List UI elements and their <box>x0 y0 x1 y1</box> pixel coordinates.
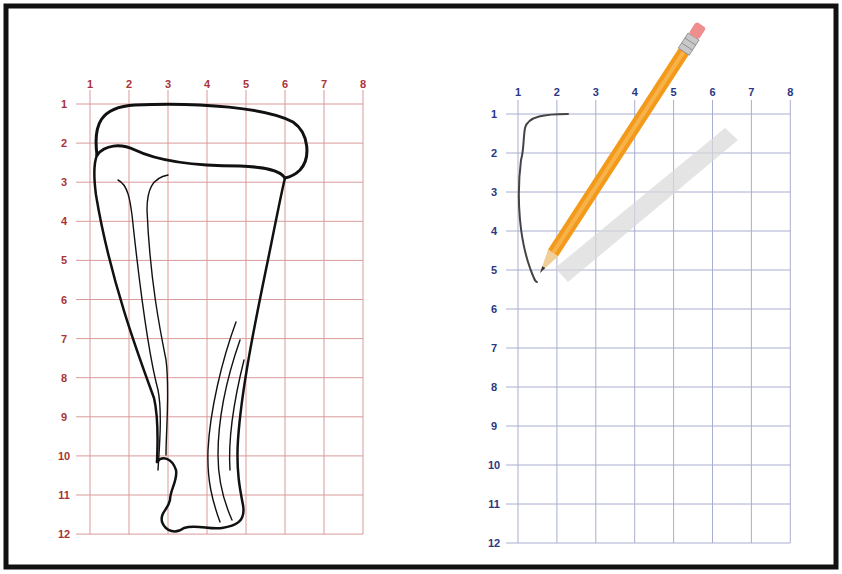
grid-number: 8 <box>491 381 497 393</box>
grid-line <box>751 100 752 543</box>
grid-line <box>76 182 363 183</box>
grid-line <box>76 299 363 300</box>
grid-number: 7 <box>61 333 67 345</box>
grid-line <box>207 90 208 534</box>
grid-number: 10 <box>58 450 70 462</box>
grid-line <box>506 270 790 271</box>
grid-line <box>506 231 790 232</box>
grid-line <box>76 338 363 339</box>
grid-number: 7 <box>491 342 497 354</box>
grid-line <box>246 90 247 534</box>
grid-line <box>518 100 519 543</box>
grid-number: 2 <box>491 147 497 159</box>
grid-line <box>76 455 363 456</box>
grid-number: 4 <box>61 215 67 227</box>
grid-number: 9 <box>491 420 497 432</box>
grid-number: 1 <box>491 108 497 120</box>
grid-line <box>76 104 363 105</box>
grid-number: 5 <box>243 78 249 90</box>
grid-number: 4 <box>491 225 497 237</box>
grid-line <box>506 465 790 466</box>
grid-number: 4 <box>632 86 638 98</box>
grid-line <box>76 221 363 222</box>
grid-line <box>129 90 130 534</box>
grid-number: 2 <box>61 137 67 149</box>
grid-number: 2 <box>554 86 560 98</box>
grid-line <box>506 543 790 544</box>
grid-number: 6 <box>709 86 715 98</box>
grid-number: 1 <box>87 78 93 90</box>
grid-number: 10 <box>488 459 500 471</box>
grid-line <box>76 260 363 261</box>
grid-number: 5 <box>671 86 677 98</box>
blue-grid <box>506 100 790 543</box>
sketch-line <box>519 114 568 282</box>
grid-number: 8 <box>360 78 366 90</box>
grid-line <box>76 534 363 535</box>
grid-line <box>506 387 790 388</box>
grid-line <box>634 100 635 543</box>
grid-line <box>363 90 364 534</box>
grid-number: 11 <box>488 498 500 510</box>
grid-line <box>76 416 363 417</box>
grid-line <box>324 90 325 534</box>
grid-line <box>168 90 169 534</box>
grid-line <box>506 426 790 427</box>
grid-number: 3 <box>165 78 171 90</box>
grid-line <box>506 309 790 310</box>
grid-number: 6 <box>61 294 67 306</box>
grid-line <box>506 153 790 154</box>
grid-number: 1 <box>61 98 67 110</box>
grid-number: 5 <box>61 254 67 266</box>
grid-number: 12 <box>58 528 70 540</box>
red-grid <box>76 90 363 534</box>
pencil <box>535 21 707 276</box>
grid-number: 4 <box>204 78 210 90</box>
grid-number: 6 <box>282 78 288 90</box>
grid-line <box>76 143 363 144</box>
grid-line <box>673 100 674 543</box>
grid-line <box>595 100 596 543</box>
grid-line <box>76 495 363 496</box>
grid-line <box>285 90 286 534</box>
grid-number: 5 <box>491 264 497 276</box>
grid-line <box>90 90 91 534</box>
grid-line <box>790 100 791 543</box>
grid-number: 8 <box>787 86 793 98</box>
grid-line <box>506 504 790 505</box>
grid-number: 1 <box>515 86 521 98</box>
grid-number: 2 <box>126 78 132 90</box>
grid-number: 3 <box>491 186 497 198</box>
grid-number: 11 <box>58 489 70 501</box>
grid-number: 7 <box>321 78 327 90</box>
grid-number: 6 <box>491 303 497 315</box>
grid-number: 3 <box>61 176 67 188</box>
grid-line <box>506 348 790 349</box>
bone-drawing <box>94 104 307 531</box>
grid-number: 8 <box>61 372 67 384</box>
grid-line <box>712 100 713 543</box>
frame <box>6 6 836 567</box>
grid-number: 9 <box>61 411 67 423</box>
grid-line <box>556 100 557 543</box>
grid-number: 3 <box>593 86 599 98</box>
grid-number: 12 <box>488 537 500 549</box>
grid-number: 7 <box>748 86 754 98</box>
